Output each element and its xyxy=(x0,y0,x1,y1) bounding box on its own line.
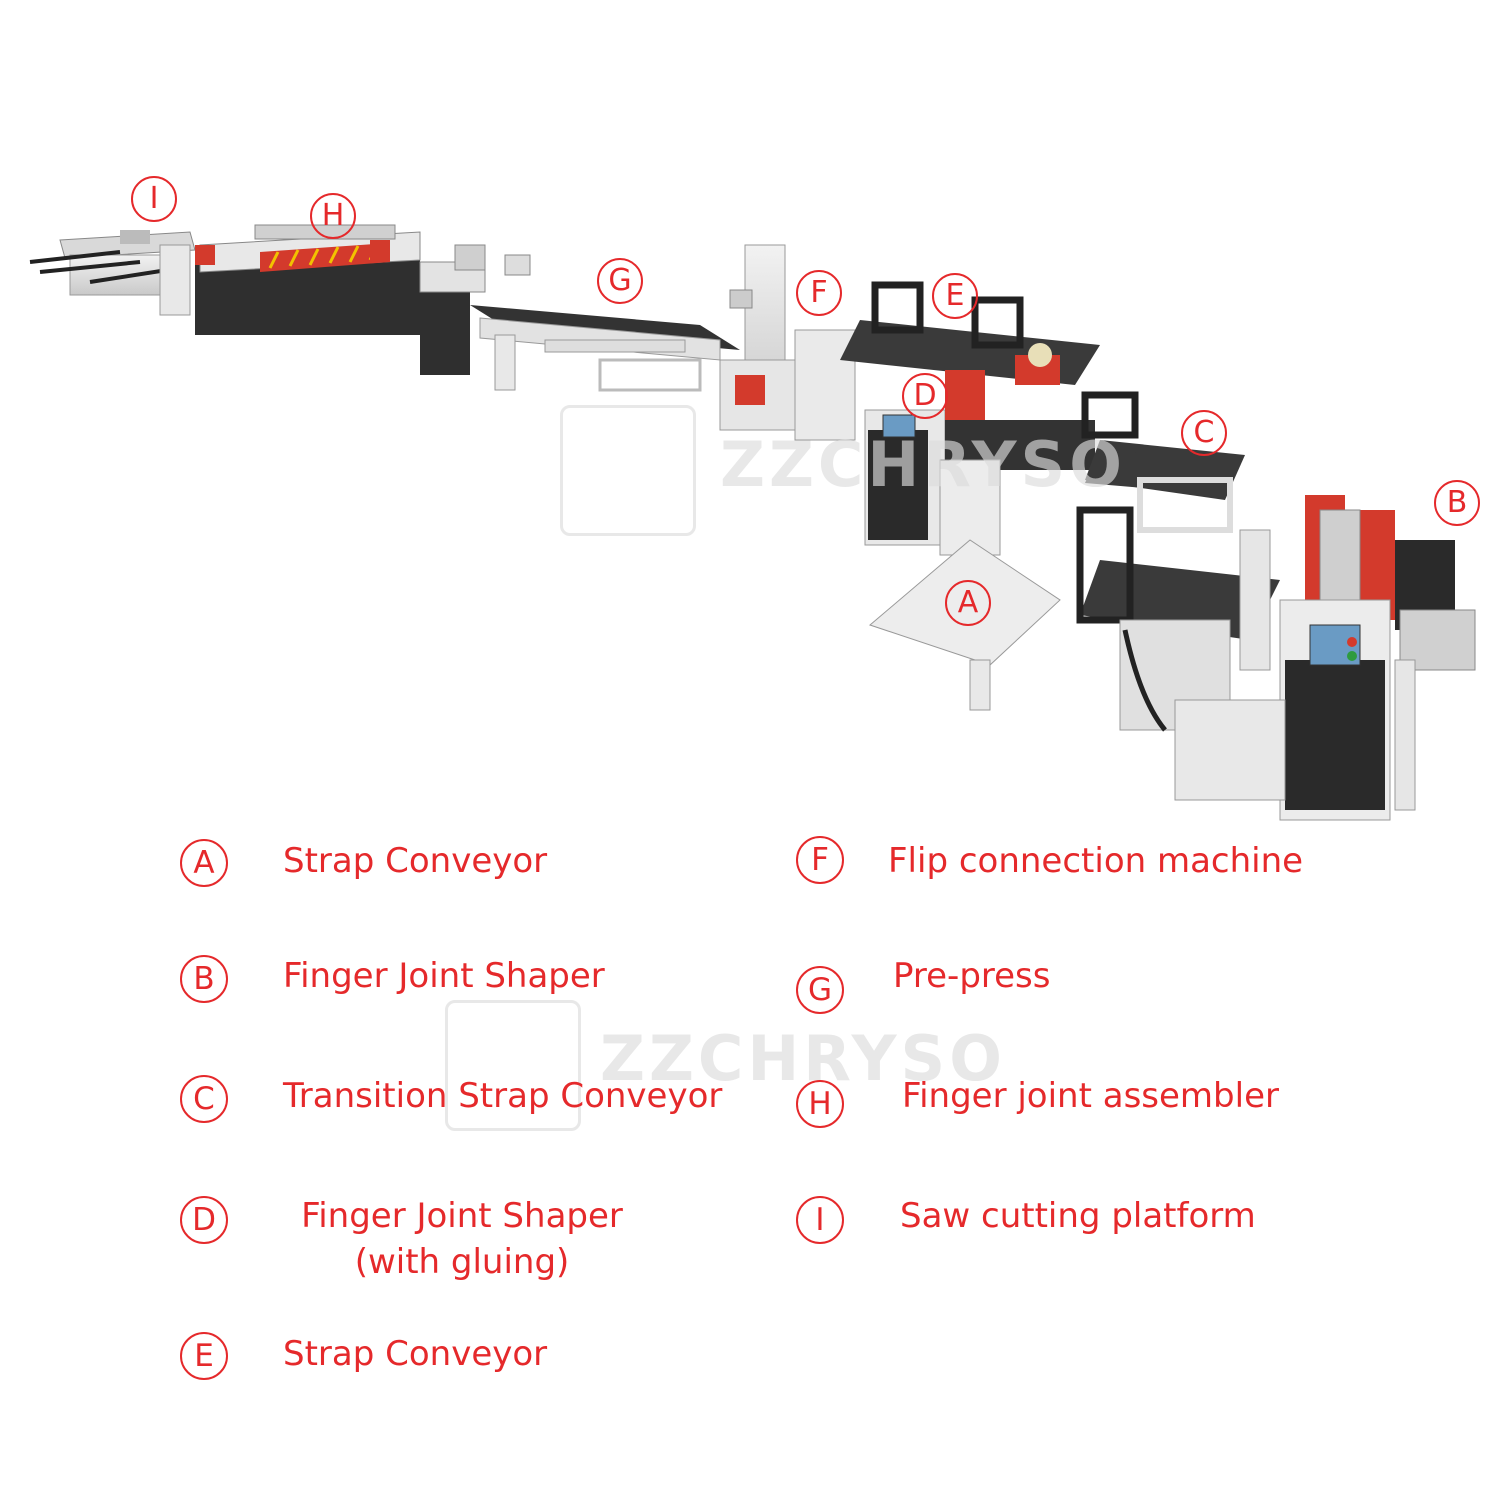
transition-strap-conveyor-shape xyxy=(1081,391,1240,533)
finger-joint-shaper-shape xyxy=(1174,495,1476,821)
callout-e: E xyxy=(932,273,978,319)
callout-c: C xyxy=(1181,410,1227,456)
callout-a: A xyxy=(945,580,991,626)
legend-text-c: Transition Strap Conveyor xyxy=(283,1076,723,1116)
legend-text-i: Saw cutting platform xyxy=(900,1196,1256,1236)
legend-letter-i: I xyxy=(796,1196,844,1244)
watermark-logo-lower xyxy=(445,1000,581,1131)
watermark-logo-upper xyxy=(560,405,696,536)
legend-text-f: Flip connection machine xyxy=(888,841,1304,881)
watermark-text-upper: ZZCHRYSO xyxy=(720,428,1126,501)
callout-f: F xyxy=(796,270,842,316)
strap-conveyor-e-shape xyxy=(840,281,1100,385)
legend-text-b: Finger Joint Shaper xyxy=(283,956,605,996)
callout-i: I xyxy=(131,176,177,222)
legend-text-d-line1: Finger Joint Shaper xyxy=(301,1196,623,1236)
finger-joint-assembler-shape xyxy=(195,224,486,375)
legend-letter-d: D xyxy=(180,1196,228,1244)
legend-letter-c: C xyxy=(180,1075,228,1123)
legend-text-d-line2: (with gluing) xyxy=(354,1242,570,1282)
legend-letter-e: E xyxy=(180,1332,228,1380)
legend-text-a: Strap Conveyor xyxy=(283,841,548,881)
legend-letter-h: H xyxy=(796,1080,844,1128)
legend-text-h: Finger joint assembler xyxy=(902,1076,1279,1116)
legend-letter-b: B xyxy=(180,955,228,1003)
legend-letter-g: G xyxy=(796,966,844,1014)
legend-text-g: Pre-press xyxy=(893,956,1051,996)
pre-press-shape xyxy=(470,254,740,392)
legend-text-d: Finger Joint Shaper (with gluing) xyxy=(286,1193,638,1285)
finger-joint-production-line-illustration xyxy=(29,224,1476,821)
callout-h: H xyxy=(310,193,356,239)
saw-cutting-platform-shape xyxy=(29,230,196,316)
watermark-text-lower: ZZCHRYSO xyxy=(600,1022,1006,1095)
callout-g: G xyxy=(597,258,643,304)
callout-b: B xyxy=(1434,480,1480,526)
legend-letter-f: F xyxy=(796,836,844,884)
flip-connection-machine-shape xyxy=(719,244,856,441)
callout-d: D xyxy=(902,373,948,419)
legend-letter-a: A xyxy=(180,839,228,887)
legend-text-e: Strap Conveyor xyxy=(283,1334,548,1374)
